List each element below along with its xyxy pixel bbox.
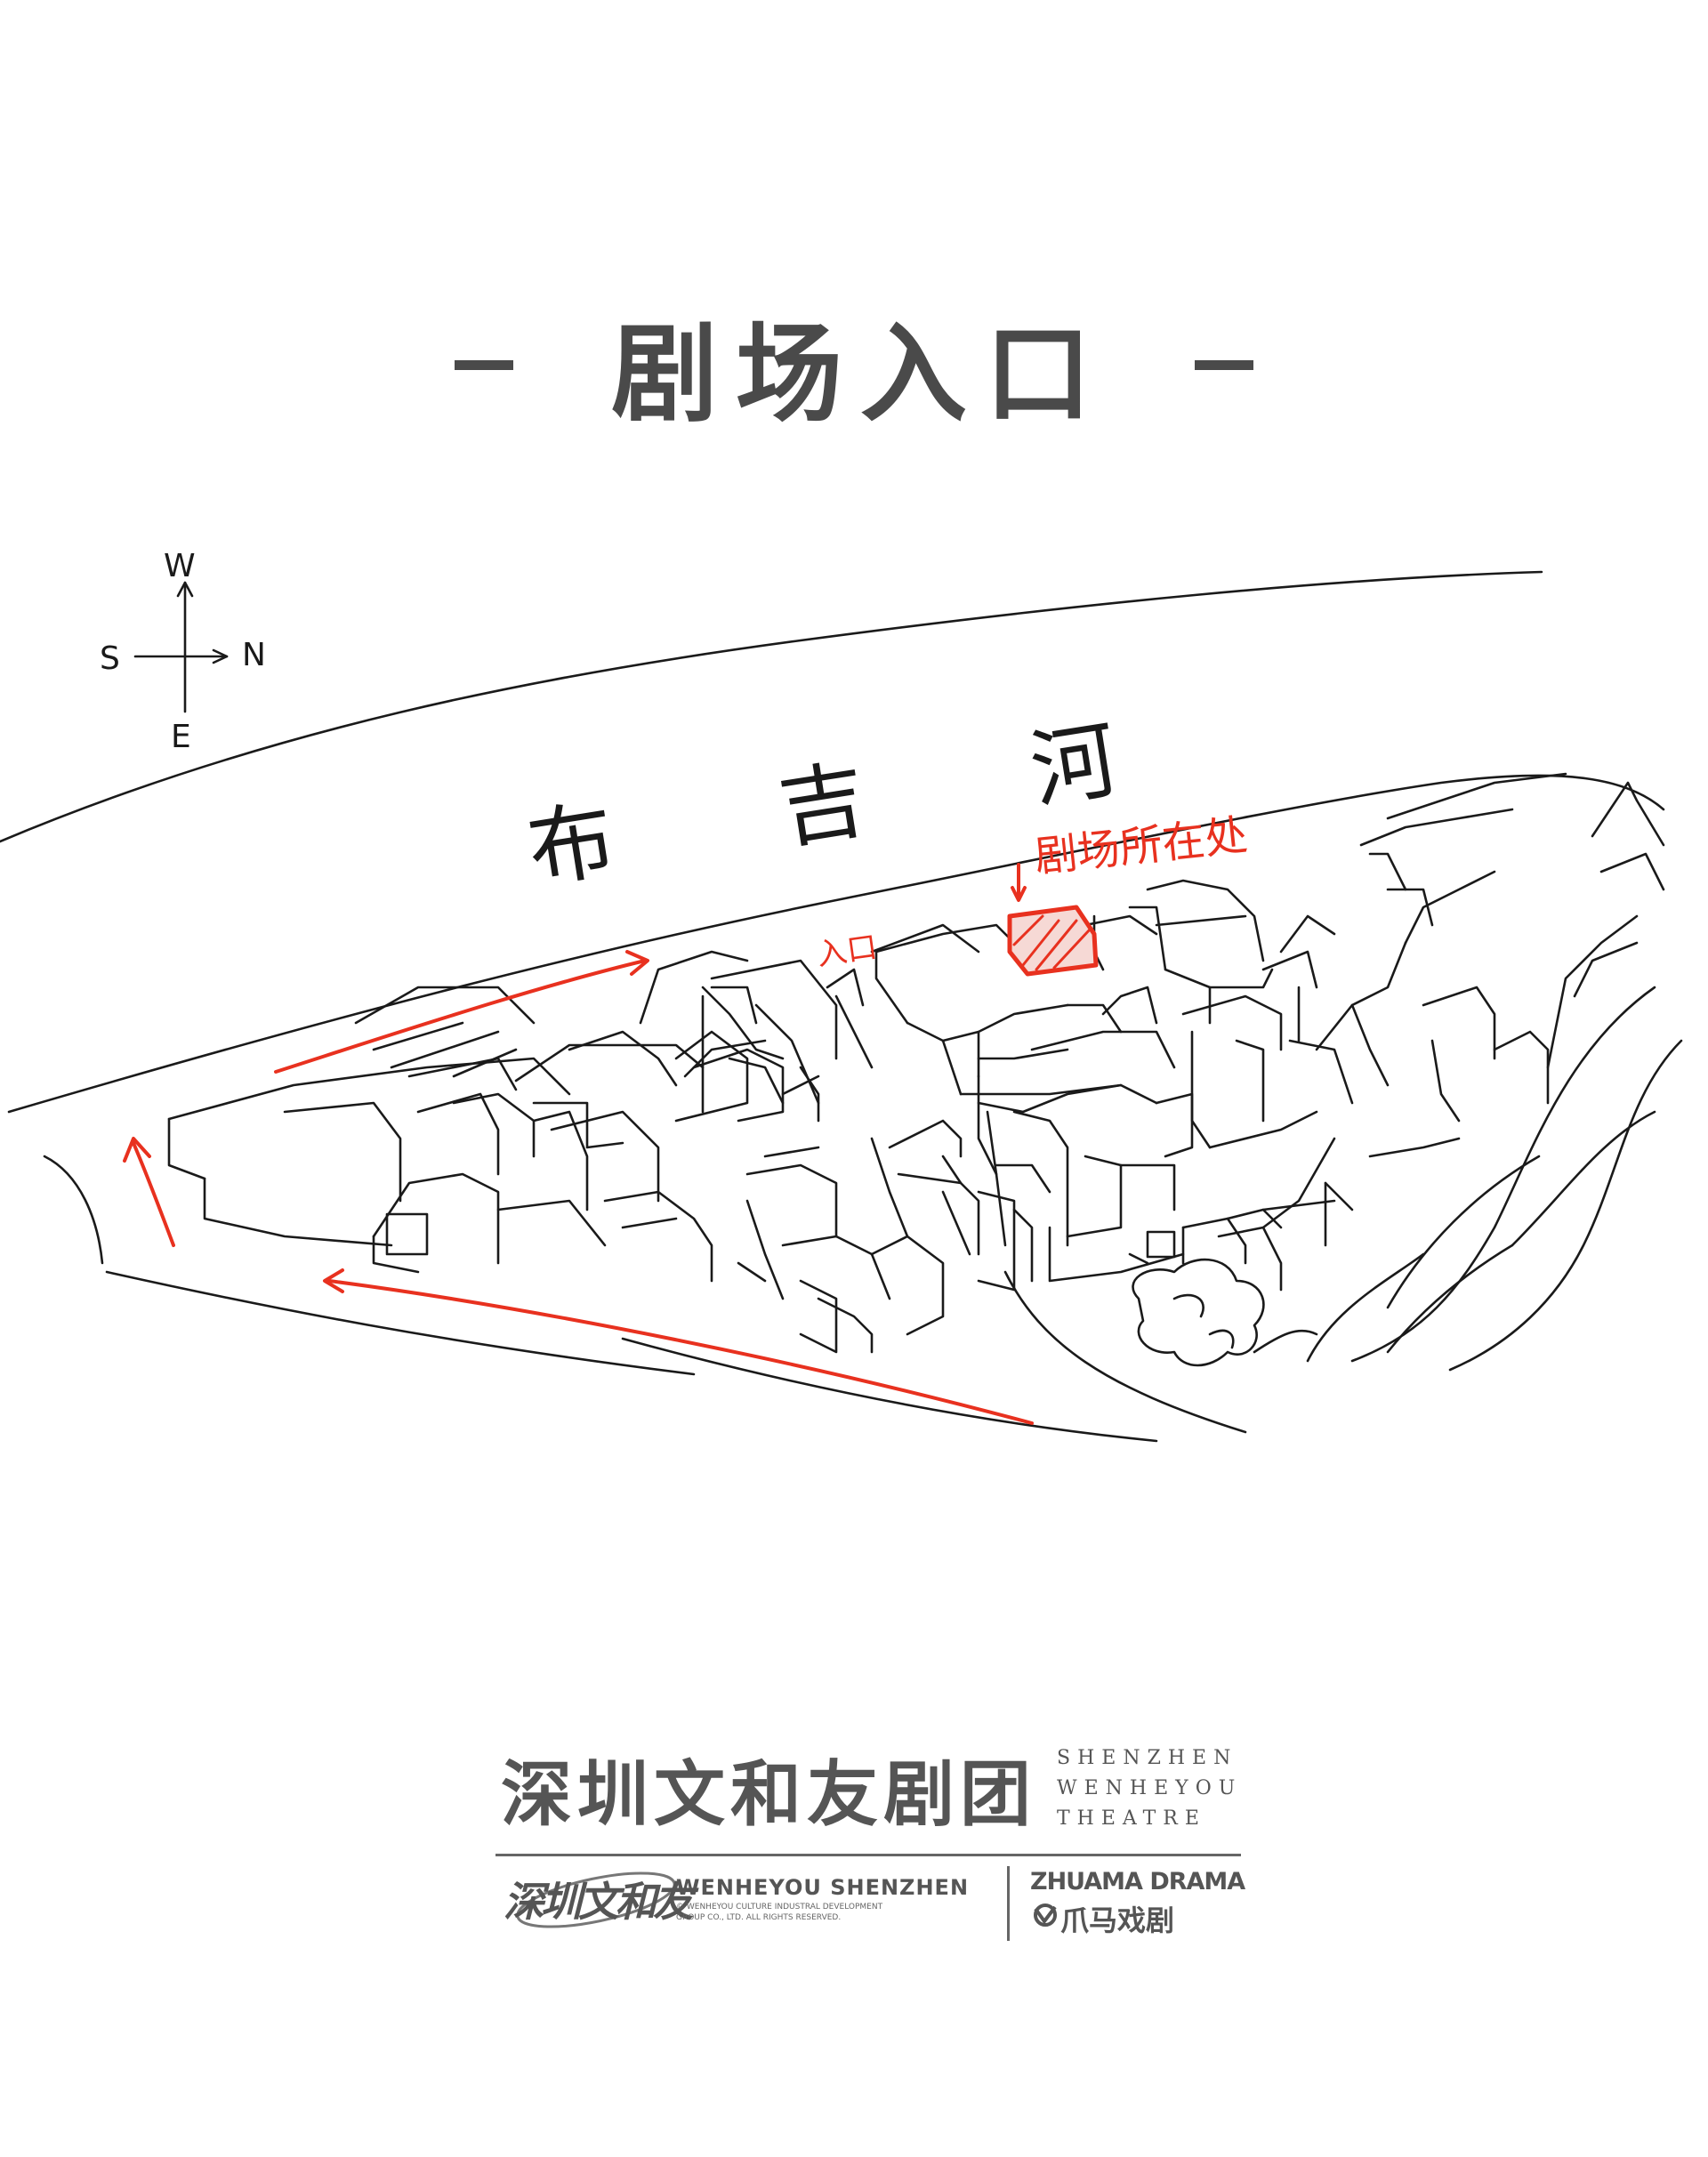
troupe-name-en: SHENZHEN WENHEYOU THEATRE bbox=[1057, 1747, 1243, 1830]
brand-en: WENHEYOU SHENZHEN bbox=[676, 1875, 970, 1900]
partner-name-en: ZHUAMA DRAMA bbox=[1030, 1868, 1245, 1895]
route-arrow-north bbox=[274, 959, 647, 1074]
contour-1 bbox=[1306, 1252, 1425, 1363]
road-edge-west bbox=[43, 1155, 104, 1265]
east-shore-1 bbox=[1350, 986, 1656, 1363]
theatre-label: 剧场所在处 bbox=[1032, 810, 1250, 882]
tree-cluster bbox=[1132, 1258, 1318, 1367]
zhuama-logo-icon bbox=[1034, 1903, 1057, 1927]
route-arrow-south bbox=[327, 1279, 1034, 1425]
entrance-label: 入口 bbox=[815, 930, 880, 973]
theatre-location bbox=[1007, 905, 1099, 977]
buildings-east bbox=[874, 772, 1665, 1292]
title-text: 剧场入口 bbox=[611, 313, 1109, 437]
route-arrow-west bbox=[132, 1141, 175, 1247]
compass-north: N bbox=[242, 637, 266, 673]
page-title: 剧场入口 bbox=[0, 294, 1708, 437]
footer-divider bbox=[495, 1854, 1241, 1856]
road-edge-lower bbox=[105, 1270, 696, 1376]
wenheyou-logo-swoosh-icon bbox=[516, 1871, 676, 1928]
compass-west: W bbox=[164, 548, 196, 584]
river-bank-south bbox=[7, 774, 1665, 1114]
road-curve-east bbox=[1003, 1270, 1247, 1434]
title-dash-left bbox=[455, 359, 513, 370]
contour-3 bbox=[1511, 1110, 1656, 1247]
title-dash-right bbox=[1195, 359, 1253, 370]
contour-2 bbox=[1386, 1243, 1514, 1354]
buildings-south bbox=[977, 1163, 1336, 1292]
compass-east: E bbox=[171, 719, 191, 755]
footer-vertical-divider bbox=[1007, 1866, 1010, 1941]
route-annotations bbox=[123, 863, 1034, 1425]
east-shore-2 bbox=[1448, 1039, 1683, 1372]
buildings-west bbox=[167, 986, 749, 1283]
troupe-name-cn: 深圳文和友剧团 bbox=[501, 1753, 1036, 1836]
east-shore-3 bbox=[1386, 1155, 1541, 1309]
compass: W S N E bbox=[100, 548, 266, 755]
compass-south: S bbox=[100, 640, 120, 677]
wenheyou-logo: 深圳文和友 bbox=[504, 1878, 694, 1926]
copyright-text: © WENHEYOU CULTURE INDUSTRAL DEVELOPMENT… bbox=[676, 1903, 883, 1922]
road-edge-south bbox=[621, 1337, 1158, 1443]
partner-name-cn: 爪马戏剧 bbox=[1060, 1903, 1175, 1937]
buildings-central bbox=[514, 923, 980, 1354]
river-bank-north bbox=[0, 570, 1543, 843]
river-label: 布吉河 bbox=[521, 683, 1291, 901]
